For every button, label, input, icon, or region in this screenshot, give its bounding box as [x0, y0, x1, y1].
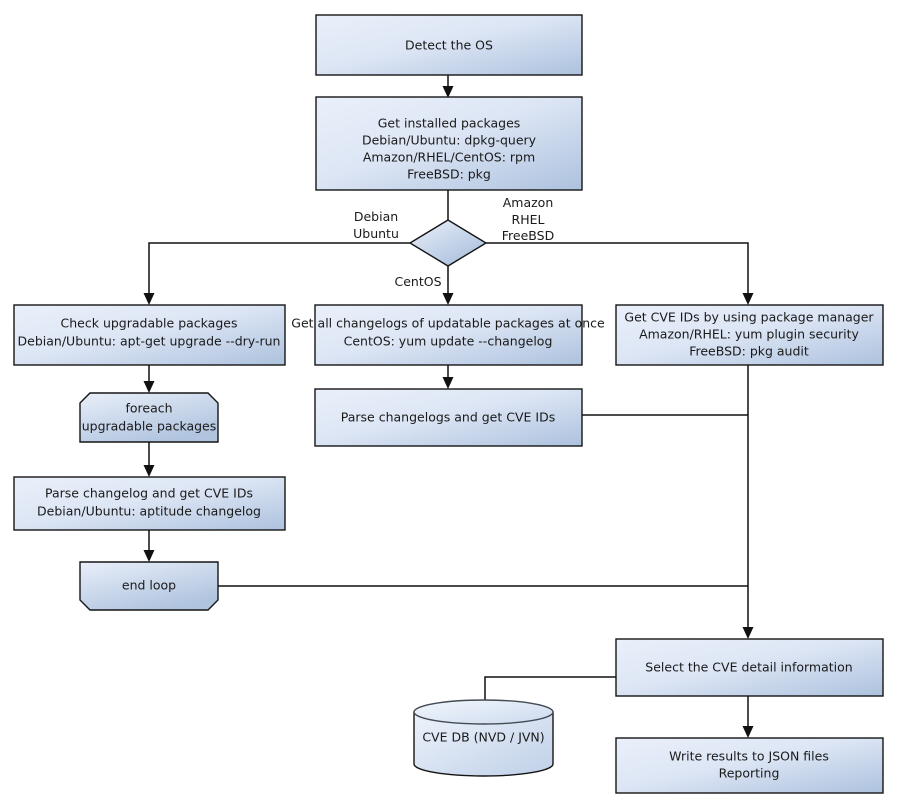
edge-select-to-write — [742, 696, 754, 738]
node-get-all-changelogs-line-0: Get all changelogs of updatable packages… — [291, 316, 605, 331]
node-check-upgradable-packages[interactable]: Check upgradable packages Debian/Ubuntu:… — [13, 304, 286, 366]
edge-decision-to-changelogs — [442, 266, 454, 305]
node-write-results-line-0: Write results to JSON files — [669, 749, 829, 764]
node-foreach-loop-start[interactable]: foreach upgradable packages — [79, 392, 219, 443]
edge-decision-to-cve-ids — [486, 242, 754, 305]
edge-parse-to-endloop — [143, 530, 155, 562]
node-parse-changelogs-centos-line-0: Parse changelogs and get CVE IDs — [341, 410, 555, 425]
node-detect-os-line-0: Detect the OS — [405, 38, 493, 53]
edge-label-rhel-line-1: RHEL — [512, 212, 545, 227]
node-cve-db[interactable]: CVE DB (NVD / JVN) — [413, 699, 554, 777]
node-get-all-changelogs[interactable]: Get all changelogs of updatable packages… — [291, 304, 605, 366]
node-get-installed-packages-line-3: FreeBSD: pkg — [407, 167, 491, 182]
node-parse-changelog-debian[interactable]: Parse changelog and get CVE IDs Debian/U… — [13, 476, 286, 531]
edge-detect-to-packages — [442, 75, 454, 98]
node-get-installed-packages[interactable]: Get installed packages Debian/Ubuntu: dp… — [315, 96, 583, 191]
edge-decision-to-check-upgradable — [143, 242, 410, 305]
edge-label-centos-line-0: CentOS — [394, 274, 441, 289]
edge-label-debian-ubuntu-line-0: Debian — [354, 209, 398, 224]
node-get-cve-ids-line-0: Get CVE IDs by using package manager — [624, 310, 874, 325]
node-foreach-line-1: upgradable packages — [82, 419, 217, 434]
node-get-installed-packages-line-1: Debian/Ubuntu: dpkg-query — [362, 133, 537, 148]
node-get-cve-ids-package-manager[interactable]: Get CVE IDs by using package manager Ama… — [615, 304, 884, 366]
node-check-upgradable-line-0: Check upgradable packages — [61, 316, 238, 331]
node-get-all-changelogs-line-1: CentOS: yum update --changelog — [344, 334, 553, 349]
node-select-cve-detail-line-0: Select the CVE detail information — [645, 660, 852, 675]
edge-label-debian-ubuntu-line-1: Ubuntu — [353, 226, 399, 241]
node-get-installed-packages-line-0: Get installed packages — [378, 116, 521, 131]
edge-label-amazon-line-0: Amazon — [503, 195, 554, 210]
edge-label-centos: CentOS — [394, 274, 441, 289]
node-get-cve-ids-line-2: FreeBSD: pkg audit — [689, 344, 809, 359]
node-parse-changelogs-centos[interactable]: Parse changelogs and get CVE IDs — [314, 388, 583, 447]
node-foreach-line-0: foreach — [125, 401, 172, 416]
node-check-upgradable-line-1: Debian/Ubuntu: apt-get upgrade --dry-run — [18, 334, 281, 349]
edge-foreach-to-parse — [143, 442, 155, 477]
edge-check-to-foreach — [143, 365, 155, 393]
node-write-results[interactable]: Write results to JSON files Reporting — [615, 737, 884, 794]
node-end-loop-line-0: end loop — [122, 578, 176, 593]
node-os-decision[interactable] — [408, 219, 488, 267]
node-get-installed-packages-line-2: Amazon/RHEL/CentOS: rpm — [363, 150, 535, 165]
node-parse-changelog-debian-line-1: Debian/Ubuntu: aptitude changelog — [37, 504, 261, 519]
node-parse-changelog-debian-line-0: Parse changelog and get CVE IDs — [45, 486, 253, 501]
node-detect-os[interactable]: Detect the OS — [315, 14, 583, 76]
edge-label-freebsd-line-2: FreeBSD — [502, 228, 554, 243]
node-get-cve-ids-line-1: Amazon/RHEL: yum plugin security — [639, 327, 859, 342]
edge-changelogs-to-parse — [442, 365, 454, 389]
node-select-cve-detail[interactable]: Select the CVE detail information — [615, 638, 884, 697]
edge-label-amazon-rhel-freebsd: Amazon RHEL FreeBSD — [502, 195, 554, 243]
node-write-results-line-1: Reporting — [719, 766, 780, 781]
edge-cveids-to-select — [742, 365, 754, 639]
edge-label-debian-ubuntu: Debian Ubuntu — [353, 209, 399, 241]
node-end-loop[interactable]: end loop — [79, 561, 219, 611]
node-cve-db-label: CVE DB (NVD / JVN) — [422, 730, 544, 745]
